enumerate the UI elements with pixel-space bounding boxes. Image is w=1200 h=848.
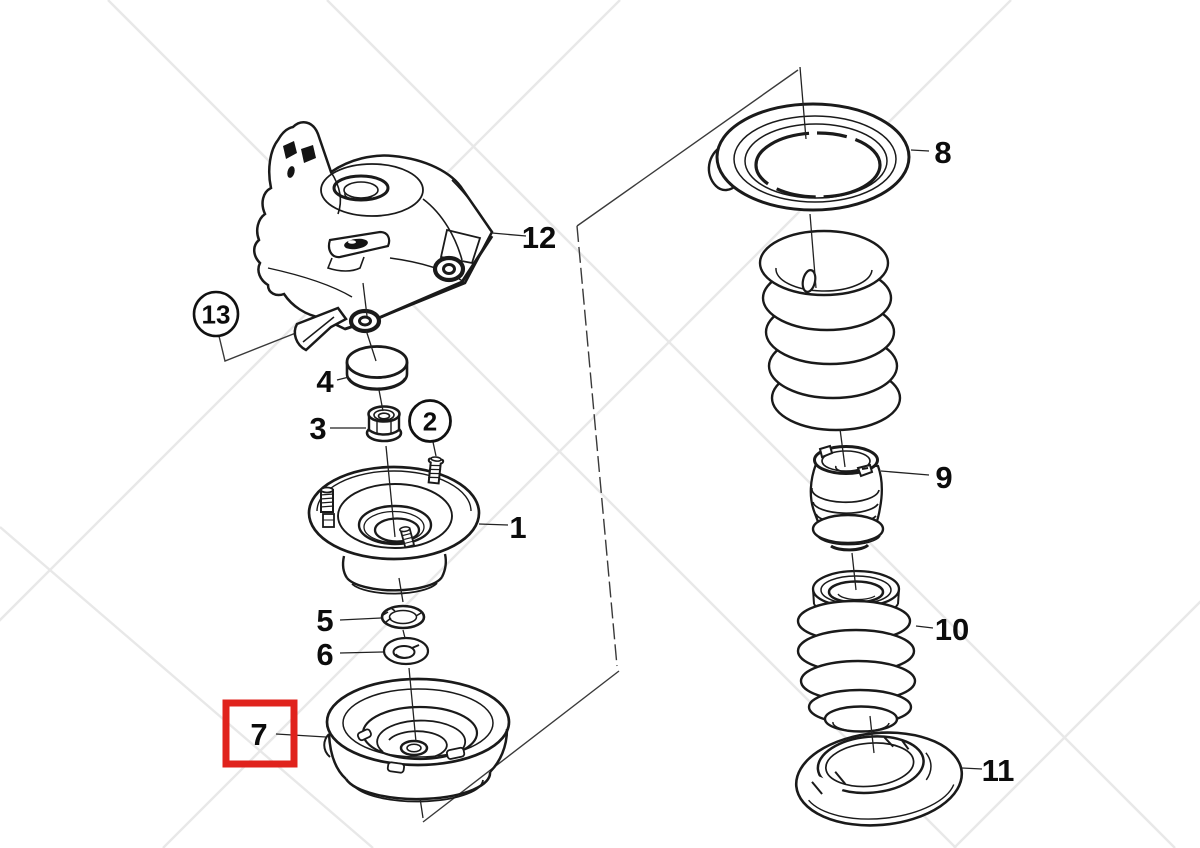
part-label-10: 10	[935, 612, 969, 647]
labels-layer: 1 2 3 4 5 6 7 8 9 10 11 12 13	[202, 135, 1015, 788]
part-6-washer	[382, 636, 430, 666]
part-label-7-highlighted: 7	[250, 717, 267, 752]
part-3-locknut	[365, 405, 403, 443]
part-label-11: 11	[982, 753, 1015, 788]
bracket-slot	[283, 141, 297, 159]
part-label-12: 12	[522, 220, 556, 255]
part-1-strut-mount	[307, 465, 481, 595]
part-10-dust-boot	[796, 569, 917, 733]
bracket-tab	[439, 228, 482, 265]
part-label-9: 9	[935, 460, 952, 495]
coil-end	[801, 269, 817, 293]
part-5-snap-ring	[380, 604, 426, 630]
part-12-bracket	[253, 121, 494, 352]
part-label-4: 4	[316, 364, 334, 399]
part-label-8: 8	[934, 135, 951, 170]
part-label-2: 2	[423, 406, 437, 436]
part-2-callout-circle	[408, 399, 452, 443]
left-stud	[319, 486, 335, 528]
center-stud	[399, 526, 416, 549]
bracket-slot	[301, 145, 316, 163]
leader-lines	[275, 66, 983, 819]
part-13-callout-circle	[192, 290, 240, 338]
part-label-1: 1	[509, 510, 526, 545]
part-7-spring-seat	[323, 677, 511, 803]
part-label-5: 5	[316, 603, 333, 638]
part-11-lower-pad	[794, 731, 964, 827]
part-9-bump-stop	[809, 444, 885, 552]
highlight-box-part-7	[222, 699, 298, 768]
coil-spring	[758, 229, 902, 432]
part-label-13: 13	[202, 299, 231, 329]
part-4-cap	[345, 345, 409, 391]
part-label-3: 3	[309, 411, 326, 446]
part-2-stud	[427, 456, 445, 485]
part-label-6: 6	[316, 637, 333, 672]
bracket-foot	[293, 306, 348, 352]
part-8-spring-pad	[707, 102, 911, 212]
bracket-opening	[332, 174, 390, 202]
